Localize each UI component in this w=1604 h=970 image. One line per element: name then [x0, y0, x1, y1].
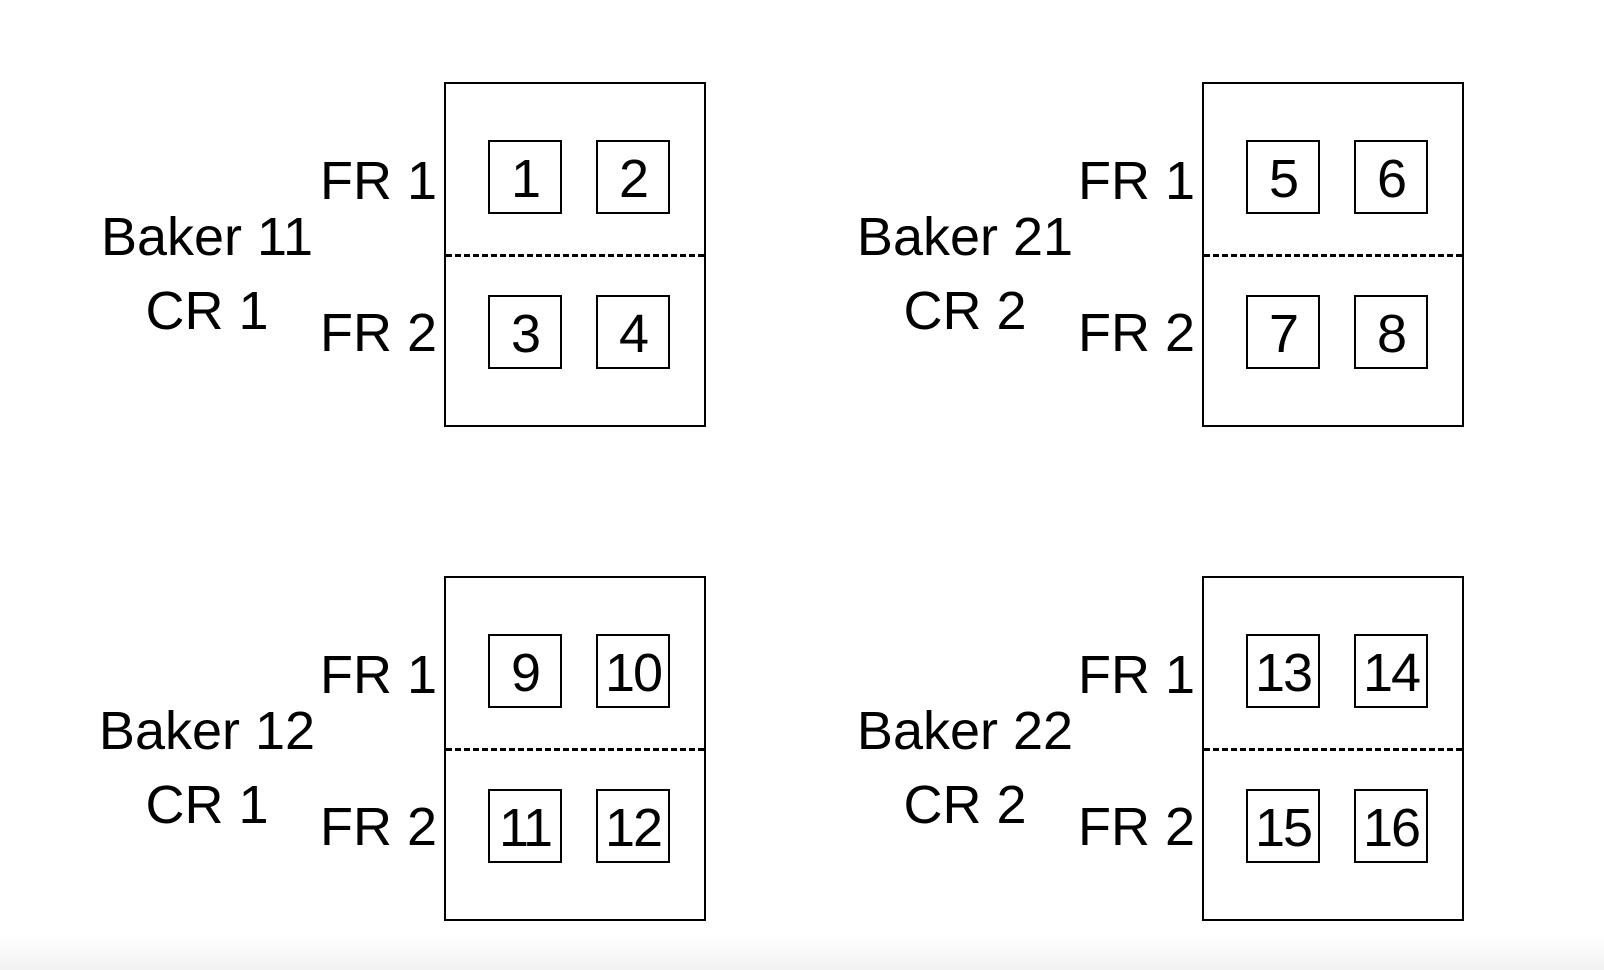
fr2-label: FR 2	[320, 797, 438, 857]
slot-cell: 6	[1354, 140, 1428, 214]
fr2-label: FR 2	[1078, 797, 1196, 857]
slot-cell: 12	[596, 789, 670, 863]
group-baker-21: Baker 21 CR 2 FR 1 FR 2 5 6 7 8	[846, 82, 1546, 442]
cr-label: CR 2	[903, 775, 1027, 835]
dashed-divider	[446, 748, 704, 751]
group-baker-22: Baker 22 CR 2 FR 1 FR 2 13 14 15 16	[846, 576, 1546, 936]
slot-cell: 15	[1246, 789, 1320, 863]
fr1-label: FR 1	[320, 151, 438, 211]
cr-label: CR 1	[145, 775, 269, 835]
baker-label: Baker 11	[100, 207, 314, 267]
slot-cell: 1	[488, 140, 562, 214]
baker-label: Baker 21	[856, 207, 1074, 267]
group-baker-12: Baker 12 CR 1 FR 1 FR 2 9 10 11 12	[88, 576, 788, 936]
fr1-label: FR 1	[320, 645, 438, 705]
rack-box: 1 2 3 4	[444, 82, 706, 427]
bottom-fade	[0, 935, 1604, 970]
slot-cell: 14	[1354, 634, 1428, 708]
rack-box: 9 10 11 12	[444, 576, 706, 921]
baker-label: Baker 22	[856, 701, 1074, 761]
fr2-label: FR 2	[320, 303, 438, 363]
slot-cell: 7	[1246, 295, 1320, 369]
slot-cell: 5	[1246, 140, 1320, 214]
slot-cell: 4	[596, 295, 670, 369]
rack-box: 5 6 7 8	[1202, 82, 1464, 427]
dashed-divider	[446, 254, 704, 257]
slot-cell: 16	[1354, 789, 1428, 863]
slot-cell: 8	[1354, 295, 1428, 369]
slot-cell: 9	[488, 634, 562, 708]
cr-label: CR 2	[903, 281, 1027, 341]
slot-cell: 13	[1246, 634, 1320, 708]
slot-cell: 2	[596, 140, 670, 214]
fr2-label: FR 2	[1078, 303, 1196, 363]
slot-cell: 3	[488, 295, 562, 369]
slot-cell: 11	[488, 789, 562, 863]
fr1-label: FR 1	[1078, 151, 1196, 211]
group-baker-11: Baker 11 CR 1 FR 1 FR 2 1 2 3 4	[88, 82, 788, 442]
dashed-divider	[1204, 748, 1462, 751]
fr1-label: FR 1	[1078, 645, 1196, 705]
baker-label: Baker 12	[98, 701, 316, 761]
rack-box: 13 14 15 16	[1202, 576, 1464, 921]
slot-cell: 10	[596, 634, 670, 708]
cr-label: CR 1	[145, 281, 269, 341]
dashed-divider	[1204, 254, 1462, 257]
